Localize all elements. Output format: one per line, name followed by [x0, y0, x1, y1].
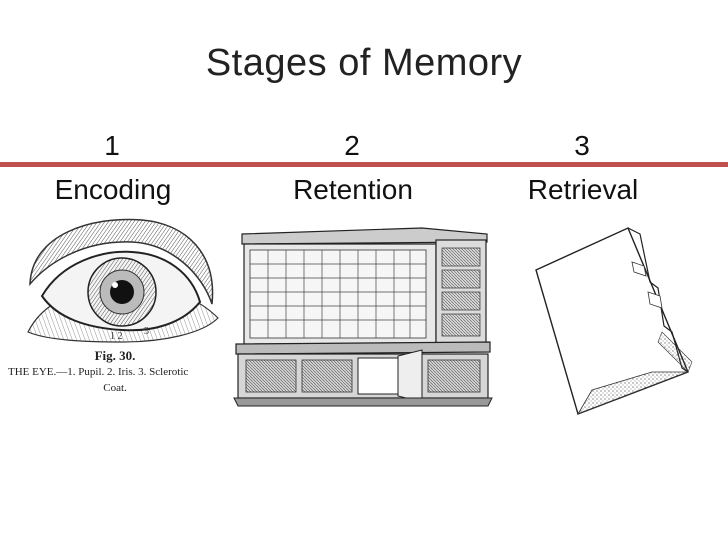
fig-label: Fig. 30.: [94, 348, 136, 363]
stage-label-encoding: Encoding: [54, 174, 172, 205]
stage-number-3: 3: [574, 130, 590, 161]
eye-caption: THE EYE.—1. Pupil. 2. Iris. 3. Sclerotic: [8, 366, 189, 378]
stage-label-retrieval: Retrieval: [527, 174, 639, 205]
eye-digits: 1 2: [110, 331, 123, 342]
filing-cabinet-icon: [233, 227, 493, 407]
stage-number-2: 2: [344, 130, 360, 161]
stage-label-retention: Retention: [293, 174, 413, 205]
file-folder-icon: [535, 227, 693, 415]
stage-number-1: 1: [104, 130, 120, 161]
eye-icon: 1 2 3: [27, 218, 219, 343]
eye-caption-coat: Coat.: [103, 382, 127, 394]
eye-digit-3: 3: [144, 326, 149, 337]
slide-title: Stages of Memory: [205, 42, 523, 84]
divider-rule: [0, 162, 728, 167]
